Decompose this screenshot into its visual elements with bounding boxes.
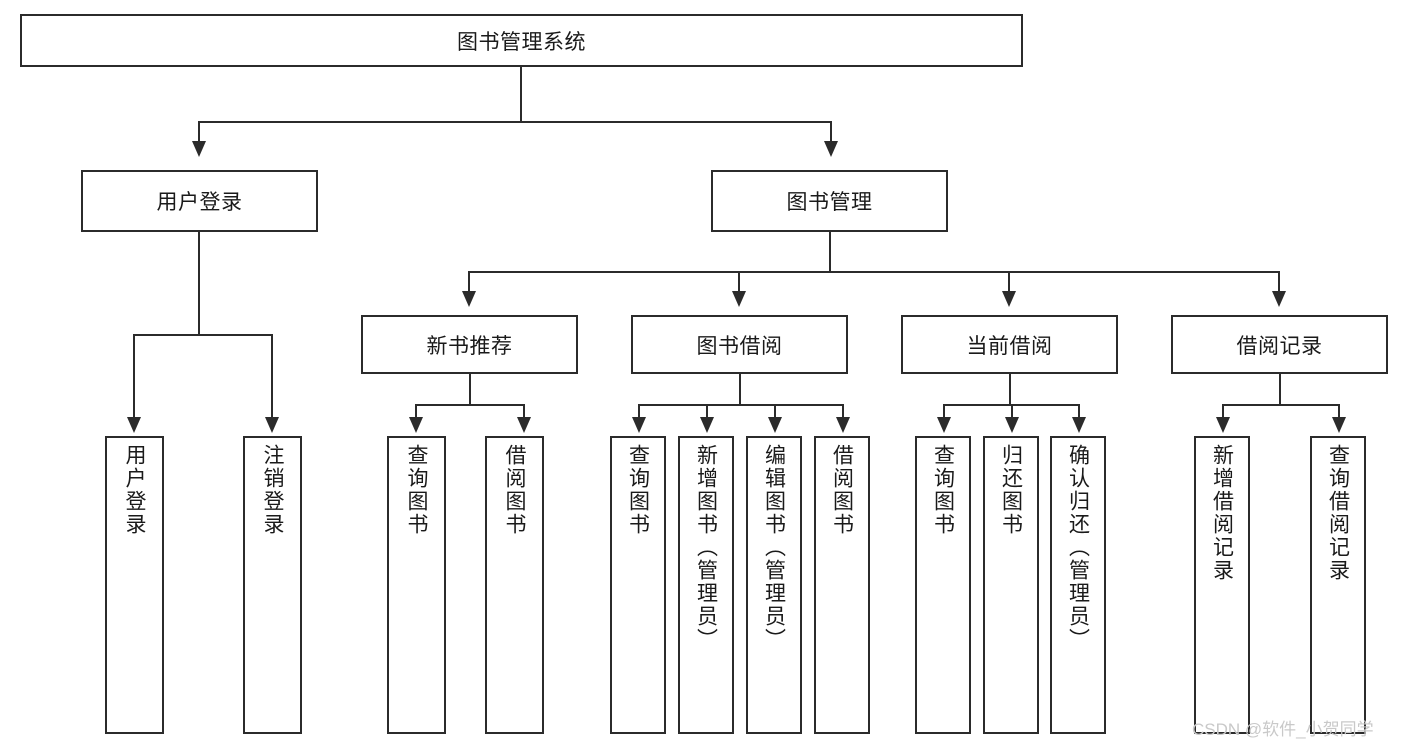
node-leaf-user-login[interactable]: 用户登录 xyxy=(105,436,164,734)
connector-user-login-stem xyxy=(198,232,200,336)
arrow-level2-2 xyxy=(1002,291,1016,307)
connector-level2-drop-3 xyxy=(1278,271,1280,293)
node-label: 注销登录 xyxy=(261,444,284,536)
connector-user-login-bus xyxy=(133,334,273,336)
node-label: 归还图书 xyxy=(999,444,1023,536)
node-user-login[interactable]: 用户登录 xyxy=(81,170,318,232)
node-leaf-borrow-book-recommend[interactable]: 借阅图书 xyxy=(485,436,544,734)
connector-borrow-record-bus xyxy=(1222,404,1340,406)
connector-book-borrow-drop-1 xyxy=(706,404,708,418)
node-label: 借阅记录 xyxy=(1236,334,1323,358)
node-leaf-borrow-book[interactable]: 借阅图书 xyxy=(814,436,870,734)
node-leaf-query-borrow-record[interactable]: 查询借阅记录 xyxy=(1310,436,1366,734)
node-leaf-query-book-current[interactable]: 查询图书 xyxy=(915,436,971,734)
node-leaf-query-book-borrow[interactable]: 查询图书 xyxy=(610,436,666,734)
arrow-user-login-0 xyxy=(127,417,141,433)
connector-borrow-record-drop-0 xyxy=(1222,404,1224,418)
arrow-borrow-record-0 xyxy=(1216,417,1230,433)
connector-new-book-drop-0 xyxy=(415,404,417,418)
node-label: 新增图书（管理员） xyxy=(694,444,718,651)
connector-current-borrow-stem xyxy=(1009,374,1011,406)
arrow-level1-0 xyxy=(192,141,206,157)
node-borrow-record[interactable]: 借阅记录 xyxy=(1171,315,1388,374)
arrow-new-book-1 xyxy=(517,417,531,433)
node-label: 编辑图书（管理员） xyxy=(762,444,786,651)
node-book-borrow[interactable]: 图书借阅 xyxy=(631,315,848,374)
node-label: 图书借阅 xyxy=(696,334,783,358)
node-label: 确认归还（管理员） xyxy=(1066,444,1090,651)
connector-level1-drop-0 xyxy=(198,121,200,143)
connector-new-book-drop-1 xyxy=(523,404,525,418)
connector-borrow-record-stem xyxy=(1279,374,1281,406)
connector-level2-drop-0 xyxy=(468,271,470,293)
connector-level2-drop-1 xyxy=(738,271,740,293)
node-label: 查询图书 xyxy=(626,444,650,536)
node-leaf-logout[interactable]: 注销登录 xyxy=(243,436,302,734)
node-label: 查询图书 xyxy=(405,444,428,536)
connector-new-book-bus xyxy=(415,404,525,406)
arrow-user-login-1 xyxy=(265,417,279,433)
csdn-watermark: CSDN @软件_小贺同学 xyxy=(1192,720,1374,739)
node-label: 图书管理 xyxy=(786,191,873,214)
connector-borrow-record-drop-1 xyxy=(1338,404,1340,418)
node-label: 图书管理系统 xyxy=(457,30,586,54)
arrow-book-borrow-3 xyxy=(836,417,850,433)
node-leaf-add-borrow-record[interactable]: 新增借阅记录 xyxy=(1194,436,1250,734)
node-leaf-edit-book-admin[interactable]: 编辑图书（管理员） xyxy=(746,436,802,734)
node-book-management[interactable]: 图书管理 xyxy=(711,170,948,232)
arrow-level1-1 xyxy=(824,141,838,157)
node-new-book-recommend[interactable]: 新书推荐 xyxy=(361,315,578,374)
arrow-book-borrow-0 xyxy=(632,417,646,433)
connector-book-borrow-drop-0 xyxy=(638,404,640,418)
arrow-new-book-0 xyxy=(409,417,423,433)
connector-current-borrow-drop-0 xyxy=(943,404,945,418)
node-label: 新增借阅记录 xyxy=(1210,444,1234,582)
arrow-level2-1 xyxy=(732,291,746,307)
node-current-borrow[interactable]: 当前借阅 xyxy=(901,315,1118,374)
arrow-current-borrow-0 xyxy=(937,417,951,433)
arrow-borrow-record-1 xyxy=(1332,417,1346,433)
connector-book-borrow-bus xyxy=(638,404,844,406)
connector-current-borrow-drop-1 xyxy=(1011,404,1013,418)
node-label: 查询借阅记录 xyxy=(1326,444,1350,582)
connector-book-borrow-drop-3 xyxy=(842,404,844,418)
connector-user-login-drop-0 xyxy=(133,334,135,418)
arrow-current-borrow-2 xyxy=(1072,417,1086,433)
node-label: 借阅图书 xyxy=(830,444,854,536)
connector-book-management-stem xyxy=(829,232,831,273)
node-leaf-query-book-recommend[interactable]: 查询图书 xyxy=(387,436,446,734)
connector-level1-drop-1 xyxy=(830,121,832,143)
connector-book-borrow-drop-2 xyxy=(774,404,776,418)
connector-user-login-drop-1 xyxy=(271,334,273,418)
node-leaf-confirm-return-admin[interactable]: 确认归还（管理员） xyxy=(1050,436,1106,734)
arrow-level2-0 xyxy=(462,291,476,307)
arrow-book-borrow-2 xyxy=(768,417,782,433)
connector-level2-drop-2 xyxy=(1008,271,1010,293)
node-leaf-add-book-admin[interactable]: 新增图书（管理员） xyxy=(678,436,734,734)
node-label: 查询图书 xyxy=(931,444,955,536)
connector-new-book-stem xyxy=(469,374,471,406)
connector-level2-bus xyxy=(468,271,1280,273)
arrow-book-borrow-1 xyxy=(700,417,714,433)
node-label: 借阅图书 xyxy=(503,444,526,536)
arrow-current-borrow-1 xyxy=(1005,417,1019,433)
node-leaf-return-book[interactable]: 归还图书 xyxy=(983,436,1039,734)
node-label: 新书推荐 xyxy=(426,334,513,358)
connector-root-stem xyxy=(520,67,522,122)
node-label: 用户登录 xyxy=(156,191,243,214)
connector-current-borrow-drop-2 xyxy=(1078,404,1080,418)
arrow-level2-3 xyxy=(1272,291,1286,307)
node-label: 当前借阅 xyxy=(966,334,1053,358)
connector-level1-bus xyxy=(198,121,832,123)
node-root-book-management-system[interactable]: 图书管理系统 xyxy=(20,14,1023,67)
node-label: 用户登录 xyxy=(123,444,146,536)
connector-book-borrow-stem xyxy=(739,374,741,406)
